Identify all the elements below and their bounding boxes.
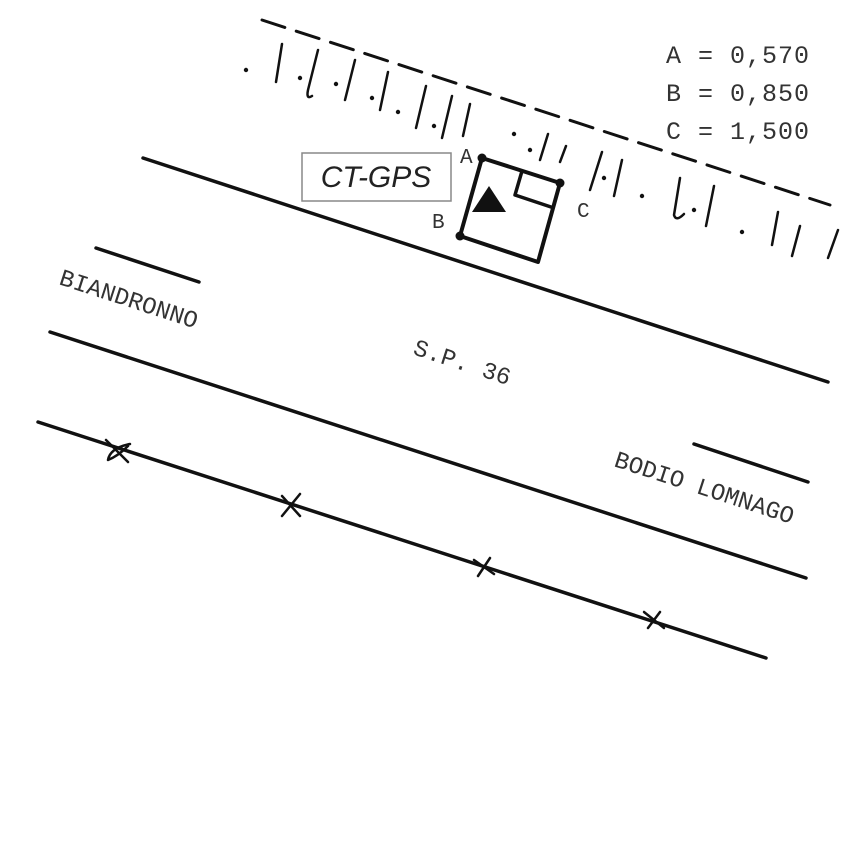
triangle-marker-icon [472,186,506,212]
point-c-label: C [577,201,590,224]
legend-line-c: C = 1,500 [666,118,810,147]
road-edges [48,156,830,580]
point-a-label: A [460,147,473,170]
fence-line [36,420,768,660]
road-north-edge [141,156,830,384]
ct-gps-tag-text: CT-GPS [321,161,432,194]
legend-line-a: A = 0,570 [666,42,810,71]
point-b-marker [455,231,465,241]
road-south-edge [48,330,808,580]
legend-line-b: B = 0,850 [666,80,810,109]
place-label-east: BODIO LOMNAGO [611,448,797,532]
ct-gps-tag: CT-GPS [301,152,452,202]
measurements-legend: A = 0,570 B = 0,850 C = 1,500 [666,42,810,147]
side-line-west [94,246,201,284]
point-c-marker [555,178,565,188]
embankment-hatching [243,18,840,260]
road-label: S.P. 36 [410,336,514,393]
side-line-east [692,442,810,484]
building-footprint [455,153,565,264]
point-a-marker [477,153,487,163]
point-b-label: B [432,212,445,235]
